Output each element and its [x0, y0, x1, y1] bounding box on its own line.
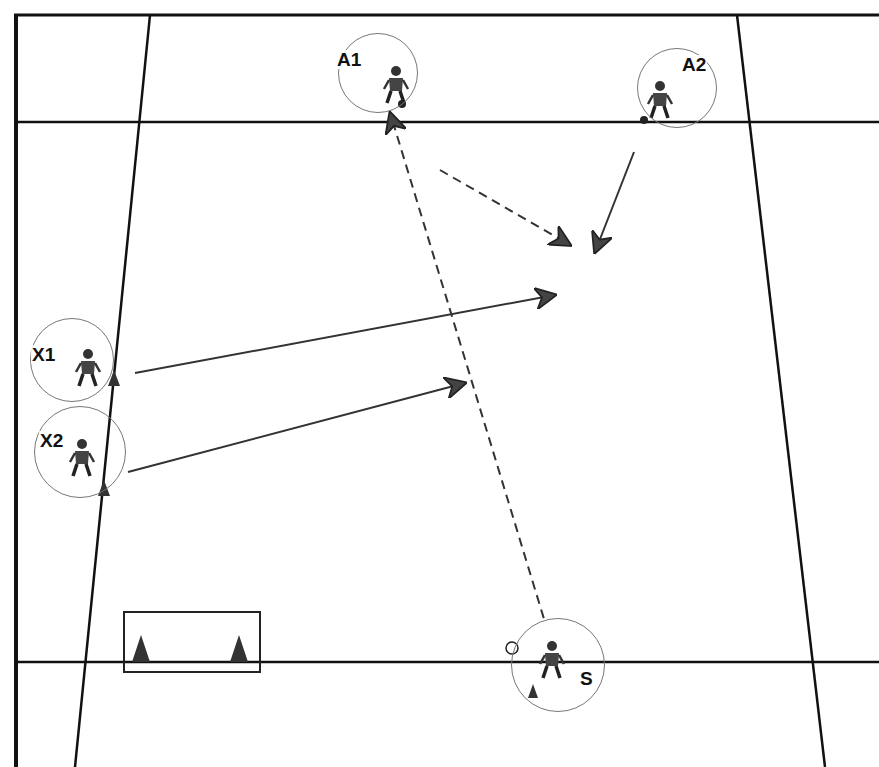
player-circle: A2: [637, 48, 717, 128]
player-label: S: [579, 669, 594, 688]
player-circle: X1: [30, 318, 114, 402]
player-circle: A1: [338, 33, 418, 113]
player-label: A2: [681, 55, 707, 74]
player-circle: X2: [34, 406, 126, 498]
player-label: A1: [336, 50, 362, 69]
player-label: X1: [31, 345, 56, 364]
pass-arrow: [390, 113, 544, 618]
player-label: X2: [39, 431, 64, 450]
player-circle: S: [511, 618, 605, 712]
